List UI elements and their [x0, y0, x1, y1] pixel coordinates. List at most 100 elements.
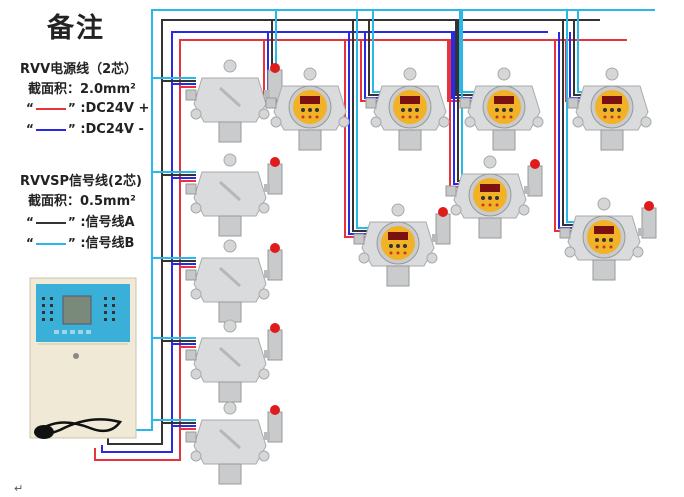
- detector-top-1: [265, 67, 350, 151]
- cable-gland: [185, 349, 197, 361]
- led-display: [388, 232, 408, 240]
- indicator-led: [595, 245, 599, 249]
- mount-ear: [223, 59, 237, 73]
- alarm-lamp-body: [641, 207, 657, 239]
- keypad-key: [86, 330, 91, 334]
- indicator-led: [112, 297, 115, 300]
- housing: [193, 337, 267, 383]
- wire-label: :信号线B: [80, 236, 135, 251]
- key-button: [610, 108, 614, 112]
- mount-ear: [223, 239, 237, 253]
- sensor-head: [478, 217, 502, 239]
- led-display: [602, 96, 622, 104]
- quote: “: [26, 215, 34, 229]
- indicator-led: [50, 304, 53, 307]
- alarm-lamp-body: [435, 213, 451, 245]
- key-button: [609, 238, 613, 242]
- alarm-lamp-body: [527, 165, 543, 197]
- mount-ear: [605, 67, 619, 81]
- key-button: [403, 244, 407, 248]
- mount-ear: [223, 319, 237, 333]
- key-button: [396, 244, 400, 248]
- led-display: [480, 184, 500, 192]
- led-display: [300, 96, 320, 104]
- detector-left-1: [185, 59, 283, 143]
- quote: ”: [67, 122, 76, 136]
- indicator-led: [50, 297, 53, 300]
- cyan-wire-sample: [35, 242, 66, 245]
- key-button: [315, 108, 319, 112]
- wire-label: :DC24V +: [80, 101, 150, 116]
- mount-ear: [426, 252, 438, 264]
- mount-ear: [572, 116, 584, 128]
- indicator-led: [509, 115, 513, 119]
- red-wire-sample: [35, 107, 66, 110]
- mount-ear: [258, 368, 270, 380]
- indicator-led: [112, 318, 115, 321]
- indicator-led: [112, 304, 115, 307]
- display-face: [381, 226, 415, 260]
- indicator-led: [389, 251, 393, 255]
- mount-ear: [450, 204, 462, 216]
- sensor-head: [218, 215, 242, 237]
- key-button: [602, 238, 606, 242]
- indicator-led: [488, 203, 492, 207]
- sensor-head: [218, 301, 242, 323]
- cable-gland: [185, 431, 197, 443]
- keypad-key: [54, 330, 59, 334]
- mount-ear: [464, 116, 476, 128]
- mount-ear: [632, 246, 644, 258]
- cable-gland: [445, 185, 457, 197]
- alarm-lamp-body: [267, 163, 283, 195]
- signal-wire-a-legend: “” :信号线A: [26, 211, 135, 230]
- indicator-led: [602, 245, 606, 249]
- cable-gland: [265, 97, 277, 109]
- housing-rib: [218, 266, 242, 288]
- alarm-lamp-icon: [270, 243, 280, 253]
- led-display: [400, 96, 420, 104]
- cable-gland: [353, 233, 365, 245]
- sensor-head: [600, 129, 624, 151]
- power-wire-positive-legend: “” :DC24V +: [26, 101, 149, 116]
- lamp-arm: [638, 228, 644, 236]
- indicator-led: [315, 115, 319, 119]
- cable-gland: [185, 269, 197, 281]
- display-face: [587, 220, 621, 254]
- detector-left-2: [185, 153, 283, 237]
- indicator-led: [495, 115, 499, 119]
- alarm-lamp-body: [267, 329, 283, 361]
- lamp-arm: [524, 186, 530, 194]
- signal-wire-b-legend: “” :信号线B: [26, 232, 134, 251]
- power-cable-name: RVV电源线（2芯）: [20, 62, 138, 77]
- mount-ear: [223, 153, 237, 167]
- drop-cyan: [577, 10, 596, 93]
- housing: [193, 419, 267, 465]
- indicator-led: [396, 251, 400, 255]
- housing: [193, 257, 267, 303]
- controller-lcd: [62, 295, 92, 325]
- indicator-led: [609, 245, 613, 249]
- display-face: [473, 178, 507, 212]
- mount-ear: [358, 252, 370, 264]
- key-button: [495, 108, 499, 112]
- cable-gland: [185, 183, 197, 195]
- quote: “: [26, 122, 34, 136]
- key-button: [389, 244, 393, 248]
- indicator-led: [42, 318, 45, 321]
- detector-low-3: [559, 197, 657, 281]
- quote: ”: [67, 215, 76, 229]
- detector-top-3: [459, 67, 544, 151]
- power-wire-negative-legend: “” :DC24V -: [26, 122, 144, 137]
- mount-ear: [303, 67, 317, 81]
- detector-top-2: [365, 67, 450, 151]
- alarm-lamp-icon: [530, 159, 540, 169]
- keypad-key: [62, 330, 67, 334]
- mount-ear: [338, 116, 350, 128]
- mount-ear: [483, 155, 497, 169]
- alarm-lamp-body: [267, 411, 283, 443]
- sensor-head: [386, 265, 410, 287]
- black-wire-sample: [35, 221, 66, 224]
- indicator-led: [112, 311, 115, 314]
- alarm-lamp-icon: [270, 63, 280, 73]
- mount-ear: [564, 246, 576, 258]
